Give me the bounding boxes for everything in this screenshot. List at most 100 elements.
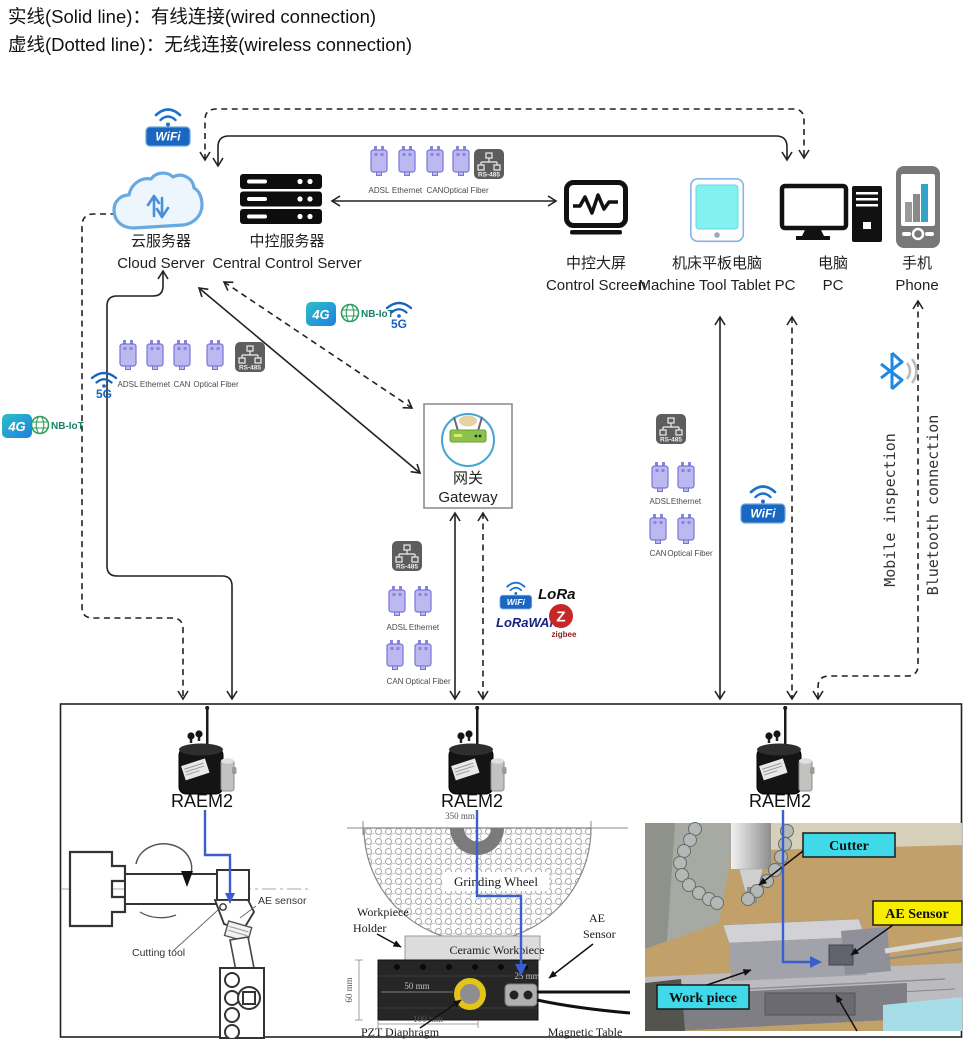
raem2-device-2: [447, 704, 508, 796]
workpiece-label-box: [656, 984, 750, 1010]
ae-sensor-links: [203, 810, 822, 976]
gateway-node: 网关 Gateway: [423, 403, 513, 509]
4g-icon-left: [2, 414, 32, 438]
workpiece-label: Work piece: [669, 991, 737, 1006]
raem2-label-2: RAEM2: [441, 791, 503, 811]
nbiot-icon-left: [30, 415, 85, 435]
wifi-icon-right: [739, 485, 787, 525]
mobile-inspection-label: Mobile inspection: [881, 433, 899, 587]
pc-label-zh: 电脑: [818, 255, 848, 272]
dim-25: 25 mm: [514, 971, 539, 981]
5g-icon-mid: [385, 301, 413, 333]
screen-label-en: Control Screen: [546, 277, 646, 294]
wireless-raem3-to-phone: [812, 299, 924, 701]
raem2-label-1: RAEM2: [171, 791, 233, 811]
gateway-label-zh: 网关: [453, 470, 483, 487]
pzt-label: PZT Diaphragm: [361, 1025, 440, 1039]
dim-350: 350 mm: [445, 811, 475, 821]
cutter-label-box: [802, 832, 896, 858]
workpiece-label-1: Workpiece: [357, 905, 409, 919]
4g-icon-mid: [306, 302, 336, 326]
lathe-ae-label: AE sensor: [258, 895, 307, 907]
raem2-device-3: [755, 704, 816, 796]
wired-raem1-to-cloud: [106, 269, 238, 701]
dim-50: 50 mm: [404, 981, 429, 991]
can-label-right: CAN: [650, 549, 667, 558]
rotation-arrow: [181, 871, 193, 887]
lathe-workpiece-bar: [124, 873, 218, 905]
raem2-device-1: [177, 704, 238, 796]
zigbee-label: zigbee: [552, 630, 577, 639]
can-label-top: CAN: [427, 186, 444, 195]
ae-sensor-label-box: [872, 900, 963, 926]
rs485-icon-right: [655, 413, 687, 445]
rs485-icon-top: [473, 148, 505, 180]
fiber-label-top: Optical Fiber: [443, 186, 489, 195]
cutter-label: Cutter: [829, 839, 869, 854]
screen-label-zh: 中控大屏: [566, 255, 626, 272]
grinding-ae-sensor-shape: [504, 983, 538, 1007]
workpiece-holder-shape: [404, 935, 541, 961]
ethernet-label-top: Ethernet: [392, 186, 423, 195]
fiber-label-left: Optical Fiber: [193, 380, 239, 389]
cnc-ae-sensor-shape: [828, 944, 854, 966]
fiber-label-mid: Optical Fiber: [405, 677, 451, 686]
grinding-wheel-label: Grinding Wheel: [454, 874, 538, 889]
wired-server-to-pc: [212, 135, 793, 168]
ae-label-1: AE: [589, 911, 605, 925]
phone-icon: [896, 166, 940, 248]
bluetooth-connection-label: Bluetooth connection: [924, 415, 942, 596]
phone-label-zh: 手机: [902, 255, 932, 272]
control-screen-icon: [564, 180, 628, 235]
spindle: [731, 823, 771, 869]
workpiece-label-2: Holder: [353, 921, 386, 935]
fiber-label-right: Optical Fiber: [667, 549, 713, 558]
tablet-icon: [690, 178, 745, 243]
can-label-mid: CAN: [387, 677, 404, 686]
pzt-diaphragm-shape: [454, 978, 486, 1010]
lathe-tool-label: Cutting tool: [132, 947, 185, 959]
legend-solid: 实线(Solid line)：有线连接(wired connection): [8, 6, 376, 27]
pc-icon: [779, 183, 882, 242]
cloud-label-zh: 云服务器: [131, 233, 191, 250]
ceramic-workpiece-label: Ceramic Workpiece: [449, 943, 544, 957]
dim-60: 60 mm: [344, 977, 354, 1002]
raem2-label-3: RAEM2: [749, 791, 811, 811]
phone-label-en: Phone: [895, 277, 938, 294]
lathe-chuck: [68, 850, 127, 928]
adsl-label-right: ADSL: [650, 497, 671, 506]
rs485-icon-mid: [391, 540, 423, 572]
adsl-label-top: ADSL: [369, 186, 390, 195]
ethernet-label-mid: Ethernet: [409, 623, 440, 632]
ethernet-label-right: Ethernet: [671, 497, 702, 506]
adsl-label-left: ADSL: [118, 380, 139, 389]
magnetic-table-label: Magnetic Table: [548, 1025, 623, 1039]
5g-icon-left: [90, 371, 118, 403]
legend-dotted: 虚线(Dotted line)：无线连接(wireless connection…: [8, 34, 412, 55]
gateway-label-en: Gateway: [438, 489, 498, 506]
server-label-zh: 中控服务器: [249, 233, 324, 250]
lathe-panel: Lathe AE sensor Cutting tool: [62, 843, 310, 1039]
cnc-photo-panel: Cutter AE Sensor Work piece: [645, 822, 963, 1032]
tablet-label-zh: 机床平板电脑: [672, 254, 762, 272]
tablet-label-en: Machine Tool Tablet PC: [638, 277, 795, 294]
rs485-icon-left: [234, 341, 266, 373]
dim-100: 100 mm: [413, 1014, 443, 1024]
nbiot-icon-mid: [340, 303, 395, 323]
lora-label: LoRa: [538, 586, 576, 603]
cloud-label-en: Cloud Server: [117, 255, 205, 272]
bluetooth-icon: [880, 351, 918, 391]
wireless-raem1-to-cloud: [81, 208, 189, 701]
grinding-panel: 350 mm Grinding Wheel Ceramic Workpiece …: [344, 811, 631, 1039]
cloud-server-icon: [112, 171, 204, 230]
ae-sensor-label: AE Sensor: [885, 907, 948, 922]
ae-label-2: Sensor: [583, 927, 616, 941]
adsl-label-mid: ADSL: [387, 623, 408, 632]
wifi-icon-top: [144, 108, 192, 148]
server-label-en: Central Control Server: [212, 255, 361, 272]
ethernet-label-left: Ethernet: [140, 380, 171, 389]
can-label-left: CAN: [174, 380, 191, 389]
connection-lines: [81, 108, 924, 701]
wifi-icon-lora-cluster: [499, 581, 533, 610]
